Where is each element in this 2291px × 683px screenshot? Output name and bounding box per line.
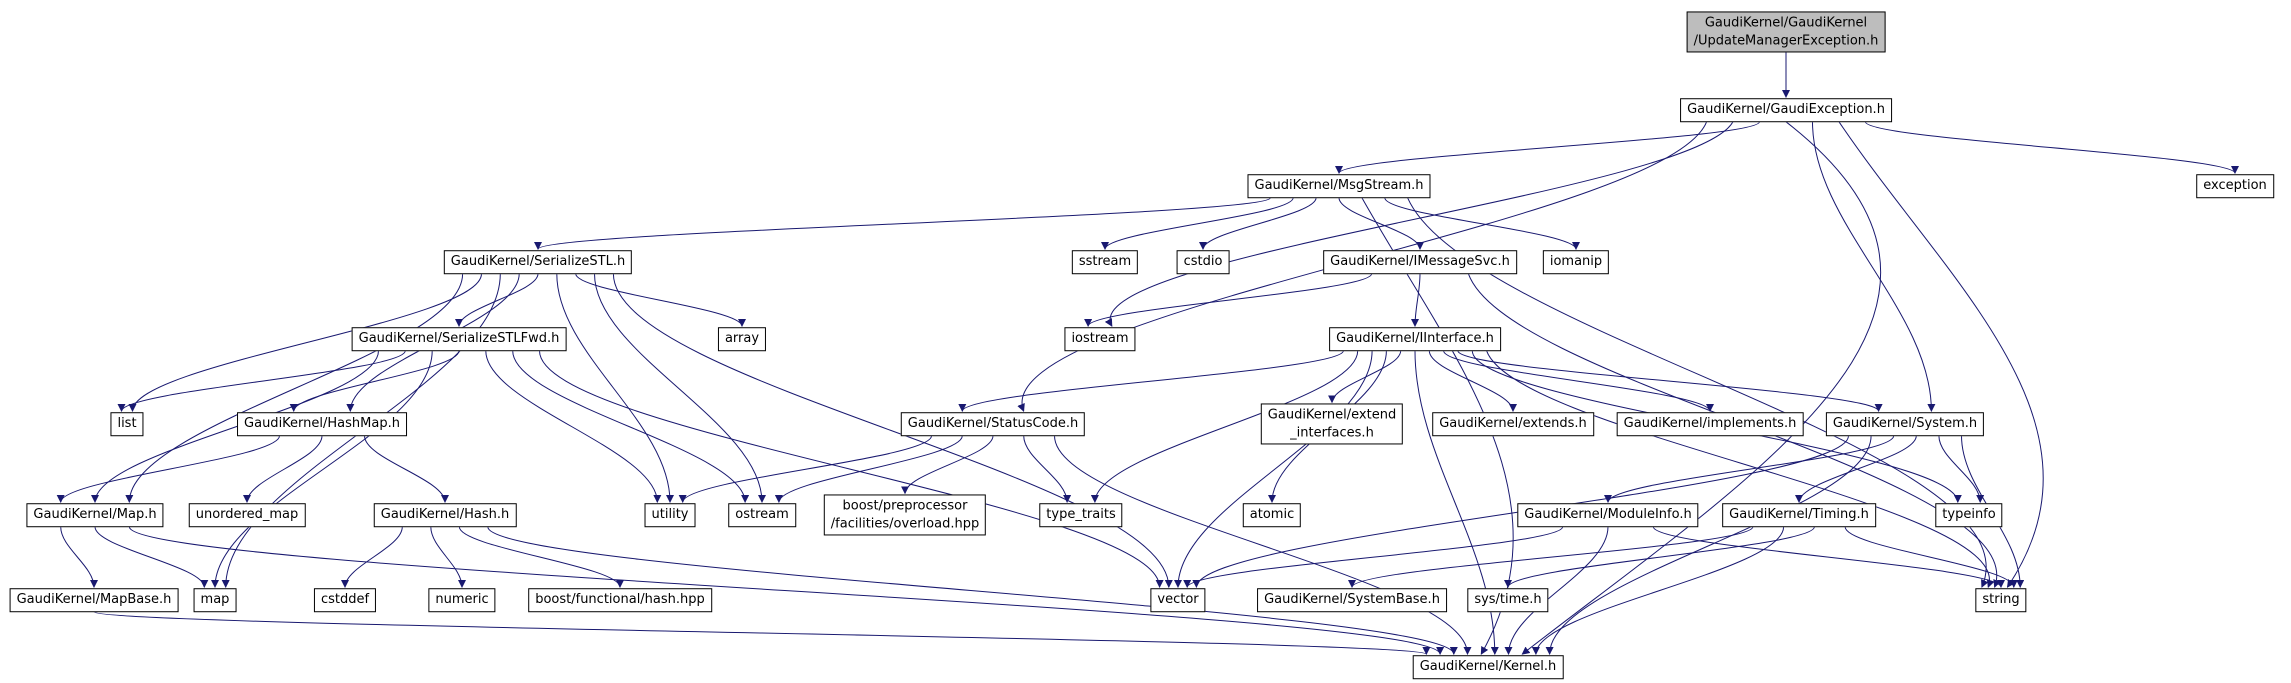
include-edge-statuscode--type_traits — [1023, 435, 1072, 503]
include-edge-msgstream--sstream — [1101, 197, 1294, 250]
graph-node-sstream[interactable]: sstream — [1071, 250, 1139, 274]
include-edge-statuscode--boost_overload — [901, 435, 994, 495]
graph-node-iinterface[interactable]: GaudiKernel/IInterface.h — [1329, 327, 1501, 351]
include-edge-imessagesvc--iinterface — [1411, 273, 1421, 327]
include-edge-statuscode--utility — [678, 435, 932, 503]
include-edge-gaudi_exception--msgstream — [1335, 121, 1760, 174]
graph-node-hashmap[interactable]: GaudiKernel/HashMap.h — [237, 412, 407, 436]
graph-node-extends[interactable]: GaudiKernel/extends.h — [1432, 412, 1594, 436]
include-edge-mapbase--kernel — [93, 611, 1430, 655]
include-edge-system--moduleinfo — [1604, 435, 1895, 503]
include-edge-iinterface--vector — [1174, 350, 1373, 588]
graph-node-cstddef[interactable]: cstddef — [313, 588, 377, 612]
graph-node-boost_overload[interactable]: boost/preprocessor /facilities/overload.… — [823, 494, 987, 536]
include-edge-gaudi_exception--iostream — [1104, 121, 1734, 327]
include-edge-serializestl--array — [575, 273, 746, 327]
include-edge-moduleinfo--vector — [1183, 526, 1564, 588]
include-edge-serializestlfwd--ostream — [512, 350, 750, 503]
include-edge-msgstream--iomanip — [1384, 197, 1580, 250]
graph-node-systembase[interactable]: GaudiKernel/SystemBase.h — [1257, 588, 1447, 612]
include-edge-timing--sys_time — [1504, 526, 1815, 588]
graph-node-sys_time[interactable]: sys/time.h — [1467, 588, 1549, 612]
include-edge-hash_h--boost_hash — [458, 526, 624, 588]
graph-node-string[interactable]: string — [1975, 588, 2027, 612]
graph-node-unordered_map[interactable]: unordered_map — [188, 503, 306, 527]
include-edge-serializestlfwd--list — [117, 350, 406, 412]
graph-node-implements[interactable]: GaudiKernel/implements.h — [1616, 412, 1804, 436]
include-edge-hashmap--hash_h — [364, 435, 449, 503]
include-edge-hashmap--unordered_map — [243, 435, 323, 503]
include-edge-serializestl--utility — [556, 273, 674, 503]
graph-node-timing[interactable]: GaudiKernel/Timing.h — [1722, 503, 1876, 527]
include-edge-statuscode--kernel — [1054, 435, 1472, 655]
include-edge-iinterface--implements — [1443, 350, 1714, 412]
include-edge-statuscode--ostream — [774, 435, 963, 503]
graph-node-type_traits[interactable]: type_traits — [1039, 503, 1123, 527]
graph-node-serializestl[interactable]: GaudiKernel/SerializeSTL.h — [443, 250, 633, 274]
include-edge-gaudi_exception--kernel — [1521, 121, 1882, 655]
include-edge-timing--systembase — [1348, 526, 1754, 588]
graph-node-serializestlfwd[interactable]: GaudiKernel/SerializeSTLFwd.h — [351, 327, 567, 351]
include-edge-iinterface--extend_interfaces — [1328, 350, 1402, 404]
graph-node-update_mgr_exc[interactable]: GaudiKernel/GaudiKernel /UpdateManagerEx… — [1686, 11, 1886, 53]
graph-node-statuscode[interactable]: GaudiKernel/StatusCode.h — [900, 412, 1086, 436]
include-edge-iinterface--statuscode — [958, 350, 1344, 412]
include-edge-serializestlfwd--utility — [485, 350, 662, 503]
graph-node-mapbase[interactable]: GaudiKernel/MapBase.h — [9, 588, 179, 612]
graph-node-exception[interactable]: exception — [2196, 174, 2274, 198]
graph-node-list[interactable]: list — [110, 412, 144, 436]
include-edge-msgstream--imessagesvc — [1338, 197, 1424, 250]
graph-node-gaudi_exception[interactable]: GaudiKernel/GaudiException.h — [1680, 98, 1892, 122]
include-edge-serializestl--map_h — [125, 273, 464, 503]
include-edge-iinterface--system — [1457, 350, 1883, 412]
graph-node-atomic[interactable]: atomic — [1242, 503, 1302, 527]
graph-node-map_h[interactable]: GaudiKernel/Map.h — [26, 503, 164, 527]
include-edge-serializestl--ostream — [594, 273, 766, 503]
graph-node-map_std[interactable]: map — [193, 588, 237, 612]
include-edge-map_h--map_std — [94, 526, 209, 588]
include-edge-serializestl--vector — [612, 273, 1173, 588]
graph-node-iomanip[interactable]: iomanip — [1542, 250, 1610, 274]
include-edge-serializestlfwd--map_std — [211, 350, 433, 588]
include-edge-hash_h--cstddef — [341, 526, 403, 588]
graph-node-imessagesvc[interactable]: GaudiKernel/IMessageSvc.h — [1323, 250, 1517, 274]
include-edge-system--kernel — [1545, 435, 1872, 655]
include-edge-msgstream--serializestl — [534, 197, 1271, 250]
include-edge-serializestlfwd--hashmap — [289, 350, 460, 412]
graph-node-numeric[interactable]: numeric — [428, 588, 496, 612]
graph-node-cstdio[interactable]: cstdio — [1176, 250, 1230, 274]
include-edge-gaudi_exception--exception — [1864, 121, 2239, 174]
graph-node-msgstream[interactable]: GaudiKernel/MsgStream.h — [1247, 174, 1431, 198]
graph-node-moduleinfo[interactable]: GaudiKernel/ModuleInfo.h — [1517, 503, 1699, 527]
include-edge-timing--kernel — [1531, 526, 1785, 655]
include-edge-hash_h--numeric — [430, 526, 466, 588]
include-edge-hashmap--map_h — [56, 435, 280, 503]
include-edge-map_h--mapbase — [60, 526, 98, 588]
graph-node-hash_h[interactable]: GaudiKernel/Hash.h — [373, 503, 517, 527]
include-edge-system--typeinfo — [1938, 435, 1985, 503]
include-edge-iinterface--extends — [1428, 350, 1517, 412]
graph-node-kernel[interactable]: GaudiKernel/Kernel.h — [1412, 655, 1564, 679]
graph-node-iostream[interactable]: iostream — [1064, 327, 1136, 351]
include-edge-serializestlfwd--vector — [539, 350, 1164, 588]
include-edge-timing--string — [1844, 526, 2018, 588]
graph-node-typeinfo[interactable]: typeinfo — [1935, 503, 2003, 527]
include-edge-serializestl--serializestlfwd — [455, 273, 539, 327]
include-edge-imessagesvc--iostream — [1084, 273, 1373, 327]
graph-node-utility[interactable]: utility — [644, 503, 696, 527]
graph-node-boost_hash[interactable]: boost/functional/hash.hpp — [528, 588, 712, 612]
graph-node-ostream[interactable]: ostream — [728, 503, 796, 527]
graph-node-extend_interfaces[interactable]: GaudiKernel/extend _interfaces.h — [1260, 403, 1404, 445]
graph-node-vector[interactable]: vector — [1150, 588, 1206, 612]
include-edge-moduleinfo--string — [1652, 526, 2005, 588]
include-edge-iinterface--string — [1486, 350, 1995, 588]
include-edge-msgstream--cstdio — [1199, 197, 1317, 250]
include-edge-gaudi_exception--system — [1812, 121, 1936, 412]
include-edge-system--timing — [1795, 435, 1917, 503]
graph-node-system[interactable]: GaudiKernel/System.h — [1825, 412, 1985, 436]
graph-node-array[interactable]: array — [717, 327, 767, 351]
